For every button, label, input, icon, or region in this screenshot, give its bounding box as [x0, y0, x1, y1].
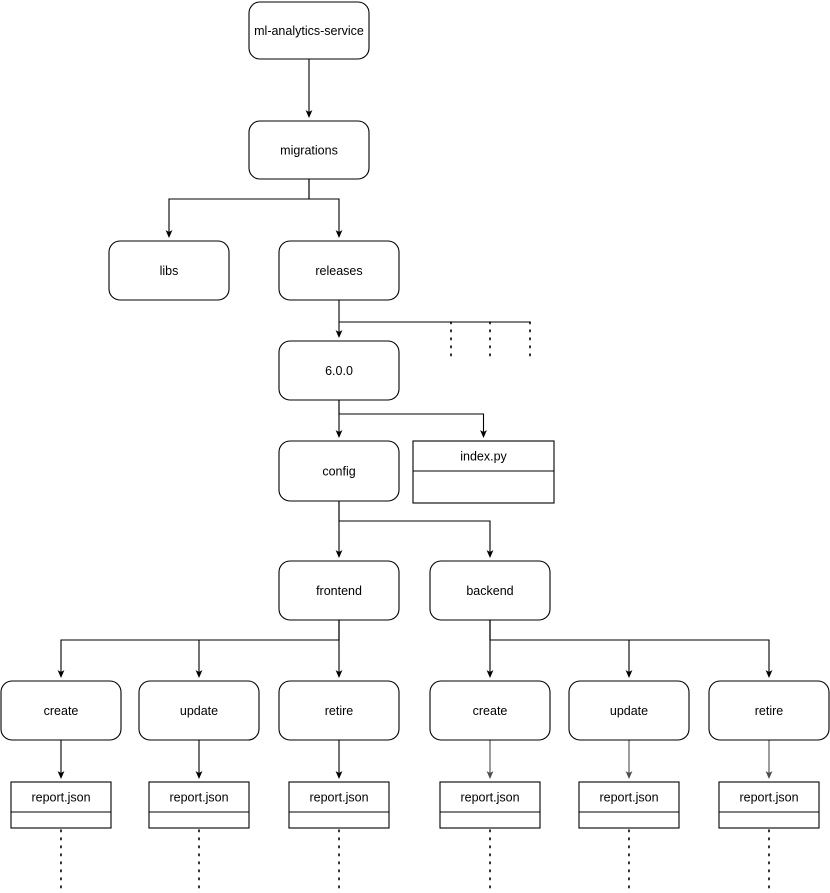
node-label-fe-update: update [180, 704, 218, 718]
node-label-be-retire: retire [755, 704, 784, 718]
node-label-rep-5: report.json [599, 790, 658, 804]
node-label-root: ml-analytics-service [254, 24, 364, 38]
node-rep-2[interactable]: report.json [148, 781, 250, 829]
node-be-update[interactable]: update [568, 680, 690, 741]
node-fe-create[interactable]: create [0, 680, 122, 741]
node-box-fe-retire [278, 680, 400, 741]
node-box-rep-5 [578, 781, 680, 829]
node-box-fe-update [138, 680, 260, 741]
node-label-rep-4: report.json [460, 790, 519, 804]
node-box-backend [429, 560, 551, 621]
node-label-rep-6: report.json [739, 790, 798, 804]
node-box-releases [278, 240, 400, 301]
node-box-rep-4 [439, 781, 541, 829]
edge-frontend-to-fe-create [57, 620, 340, 678]
edge-version-to-indexpy [338, 400, 487, 438]
edge-migrations-to-releases [308, 179, 343, 238]
node-label-be-update: update [610, 704, 648, 718]
node-box-be-update [568, 680, 690, 741]
edge-backend-to-be-update [489, 620, 633, 678]
node-root[interactable]: ml-analytics-service [248, 1, 370, 60]
edge-frontend-to-fe-update [195, 620, 340, 678]
node-label-libs: libs [160, 264, 179, 278]
node-label-version: 6.0.0 [325, 364, 353, 378]
ellipsis-layer [60, 321, 770, 892]
node-box-frontend [278, 560, 400, 621]
node-label-backend: backend [466, 584, 513, 598]
node-box-indexpy [412, 440, 555, 504]
nodes-layer: ml-analytics-service migrations libs releas… [0, 1, 830, 829]
node-fe-update[interactable]: update [138, 680, 260, 741]
node-rep-3[interactable]: report.json [288, 781, 390, 829]
node-label-be-create: create [473, 704, 508, 718]
node-box-fe-create [0, 680, 122, 741]
node-label-fe-create: create [44, 704, 79, 718]
node-backend[interactable]: backend [429, 560, 551, 621]
node-box-be-retire [708, 680, 830, 741]
node-config[interactable]: config [278, 440, 400, 502]
node-migrations[interactable]: migrations [248, 120, 370, 180]
node-label-fe-retire: retire [325, 704, 354, 718]
node-box-migrations [248, 120, 370, 180]
node-box-rep-1 [10, 781, 112, 829]
node-be-retire[interactable]: retire [708, 680, 830, 741]
node-indexpy[interactable]: index.py [412, 440, 555, 504]
node-frontend[interactable]: frontend [278, 560, 400, 621]
node-rep-6[interactable]: report.json [718, 781, 820, 829]
node-box-libs [108, 240, 230, 301]
node-be-create[interactable]: create [429, 680, 551, 741]
node-box-rep-2 [148, 781, 250, 829]
node-label-config: config [322, 464, 355, 478]
node-rep-5[interactable]: report.json [578, 781, 680, 829]
node-label-rep-3: report.json [309, 790, 368, 804]
node-releases[interactable]: releases [278, 240, 400, 301]
edge-config-to-backend [338, 501, 494, 558]
node-version[interactable]: 6.0.0 [278, 340, 400, 401]
node-box-rep-3 [288, 781, 390, 829]
node-box-config [278, 440, 400, 502]
node-label-rep-1: report.json [31, 790, 90, 804]
node-box-version [278, 340, 400, 401]
node-fe-retire[interactable]: retire [278, 680, 400, 741]
node-libs[interactable]: libs [108, 240, 230, 301]
edge-migrations-to-libs [165, 179, 310, 238]
edge-backend-to-be-retire [489, 620, 773, 678]
node-box-be-create [429, 680, 551, 741]
node-box-rep-6 [718, 781, 820, 829]
node-label-frontend: frontend [316, 584, 362, 598]
node-label-migrations: migrations [280, 143, 338, 157]
node-rep-4[interactable]: report.json [439, 781, 541, 829]
edges-layer [57, 59, 773, 779]
node-label-indexpy: index.py [460, 449, 507, 463]
node-rep-1[interactable]: report.json [10, 781, 112, 829]
node-box-root [248, 1, 370, 60]
node-label-releases: releases [315, 264, 362, 278]
node-label-rep-2: report.json [169, 790, 228, 804]
